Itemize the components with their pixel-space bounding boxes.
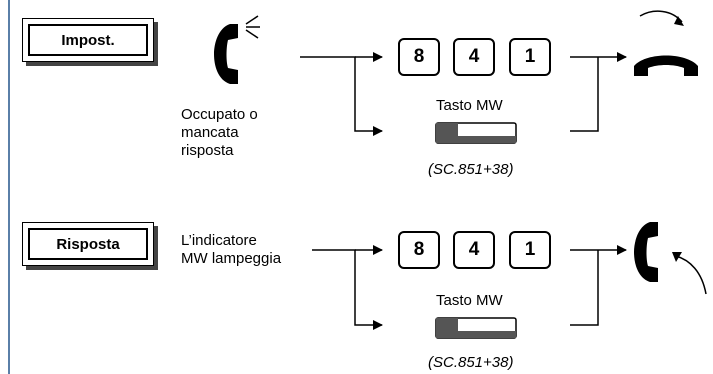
row1-merge-line [570,57,626,132]
left-margin-rule [8,0,10,374]
row1-branch-line [300,56,383,136]
key-8[interactable]: 8 [398,231,440,269]
step-label: Risposta [28,228,148,260]
condition-line: Occupato o [181,106,258,123]
key-8[interactable]: 8 [398,38,440,76]
condition-line: mancata [181,124,239,141]
handset-off-hook-icon [634,222,707,295]
mw-key-label: Tasto MW [436,97,503,114]
step-label: Impost. [28,24,148,56]
key-1[interactable]: 1 [509,38,551,76]
condition-line: L’indicatore [181,232,257,249]
service-code: (SC.851+38) [428,161,514,178]
key-4[interactable]: 4 [453,38,495,76]
mw-key-label: Tasto MW [436,292,503,309]
service-code: (SC.851+38) [428,354,514,371]
key-1[interactable]: 1 [509,231,551,269]
handset-hang-up-icon [634,10,698,76]
condition-line: MW lampeggia [181,250,282,267]
condition-line: risposta [181,142,234,159]
row2-branch-line [312,249,383,330]
handset-ringing-icon [214,15,260,84]
mw-key-button[interactable] [435,317,517,339]
key-4[interactable]: 4 [453,231,495,269]
step-box-impost: Impost. [22,18,154,62]
row2-merge-line [570,250,626,326]
step-box-risposta: Risposta [22,222,154,266]
mw-key-button[interactable] [435,122,517,144]
